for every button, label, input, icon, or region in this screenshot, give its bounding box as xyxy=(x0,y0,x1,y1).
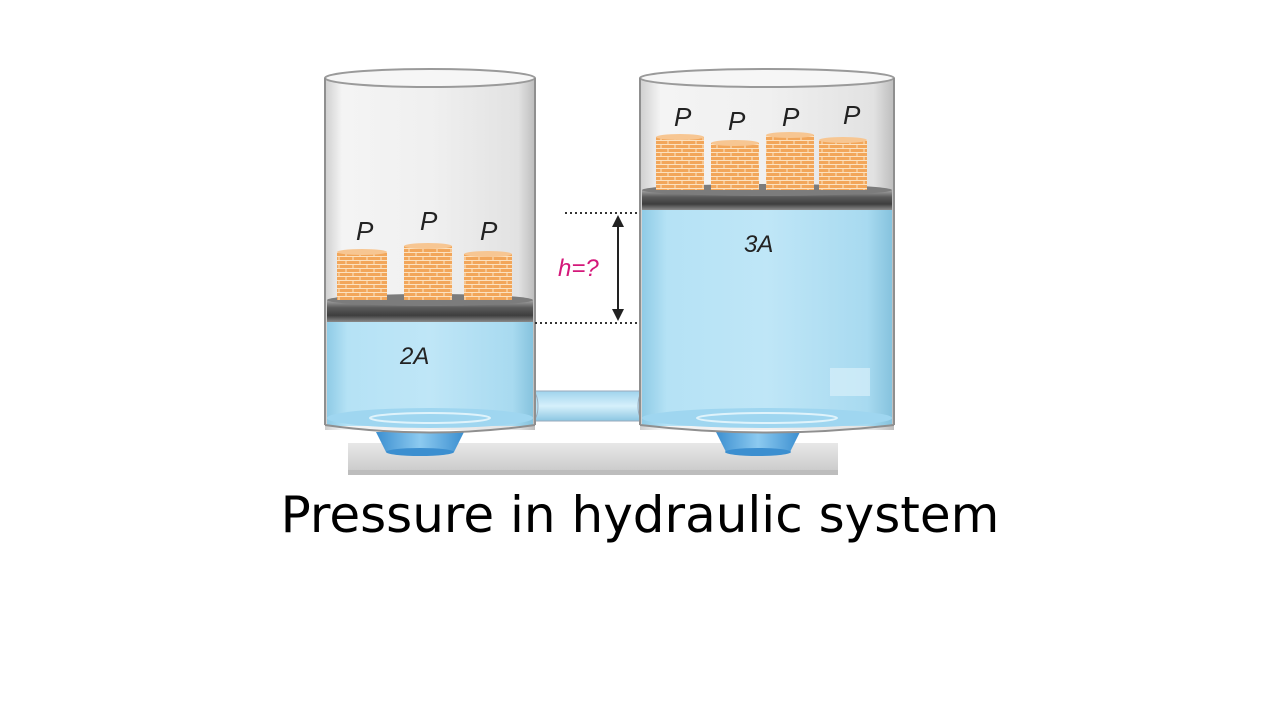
right-weight-label-2: P xyxy=(728,106,746,136)
height-arrow-head-up-icon xyxy=(612,215,624,227)
height-label: h=? xyxy=(558,255,599,282)
height-arrow-head-down-icon xyxy=(612,309,624,321)
right-weight-3 xyxy=(766,132,814,190)
left-cylinder: P P P 2A xyxy=(324,68,536,434)
right-weight-4 xyxy=(819,137,867,190)
right-weight-1 xyxy=(656,134,704,190)
right-cylinder: P P P P 3A xyxy=(639,68,895,434)
right-weight-label-3: P xyxy=(782,102,800,132)
left-weight-label-1: P xyxy=(356,216,374,246)
right-weight-label-4: P xyxy=(843,100,861,130)
left-weight-label-3: P xyxy=(480,216,498,246)
left-weight-1 xyxy=(337,249,387,300)
left-foot xyxy=(376,432,464,456)
caption: Pressure in hydraulic system xyxy=(280,486,1000,544)
left-weight-3 xyxy=(464,251,512,300)
left-area-label: 2A xyxy=(399,343,429,370)
height-indicator: h=? xyxy=(535,212,640,324)
connecting-tube xyxy=(525,390,651,422)
right-weight-2 xyxy=(711,140,759,190)
right-foot xyxy=(716,432,800,456)
right-weight-label-1: P xyxy=(674,102,692,132)
left-weight-2 xyxy=(404,243,452,300)
right-area-label: 3A xyxy=(744,231,773,258)
left-weight-label-2: P xyxy=(420,206,438,236)
